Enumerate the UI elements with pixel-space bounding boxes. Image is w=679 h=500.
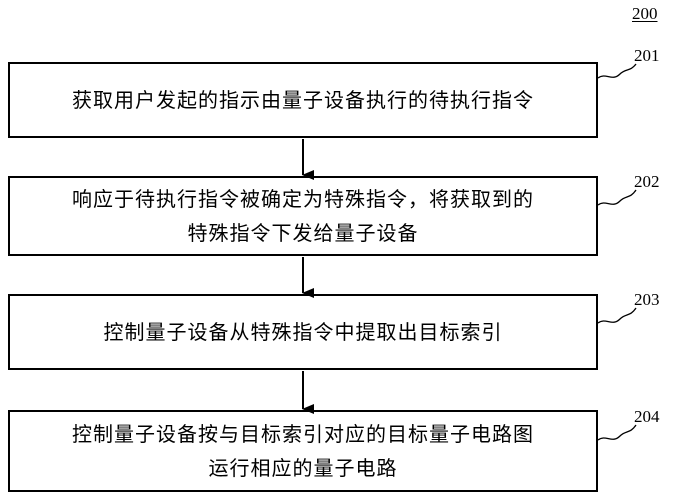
leader-line-204 bbox=[597, 424, 637, 441]
step-label-202: 202 bbox=[634, 172, 660, 191]
step-text-203: 控制量子设备从特殊指令中提取出目标索引 bbox=[103, 320, 503, 344]
step-box-204: 控制量子设备按与目标索引对应的目标量子电路图 运行相应的量子电路 bbox=[8, 410, 598, 492]
step-label-203: 203 bbox=[634, 290, 660, 309]
leader-line-203 bbox=[597, 307, 637, 324]
step-text-202: 响应于待执行指令被确定为特殊指令，将获取到的 特殊指令下发给量子设备 bbox=[72, 187, 534, 245]
step-label-201: 201 bbox=[634, 46, 660, 65]
step-label-204: 204 bbox=[634, 407, 660, 426]
leader-line-202 bbox=[597, 189, 637, 206]
step-box-201: 获取用户发起的指示由量子设备执行的待执行指令 bbox=[8, 62, 598, 138]
step-text-201: 获取用户发起的指示由量子设备执行的待执行指令 bbox=[72, 88, 534, 112]
leader-line-201 bbox=[597, 63, 637, 79]
step-text-204: 控制量子设备按与目标索引对应的目标量子电路图 运行相应的量子电路 bbox=[72, 422, 534, 480]
figure-number: 200 bbox=[632, 4, 658, 23]
